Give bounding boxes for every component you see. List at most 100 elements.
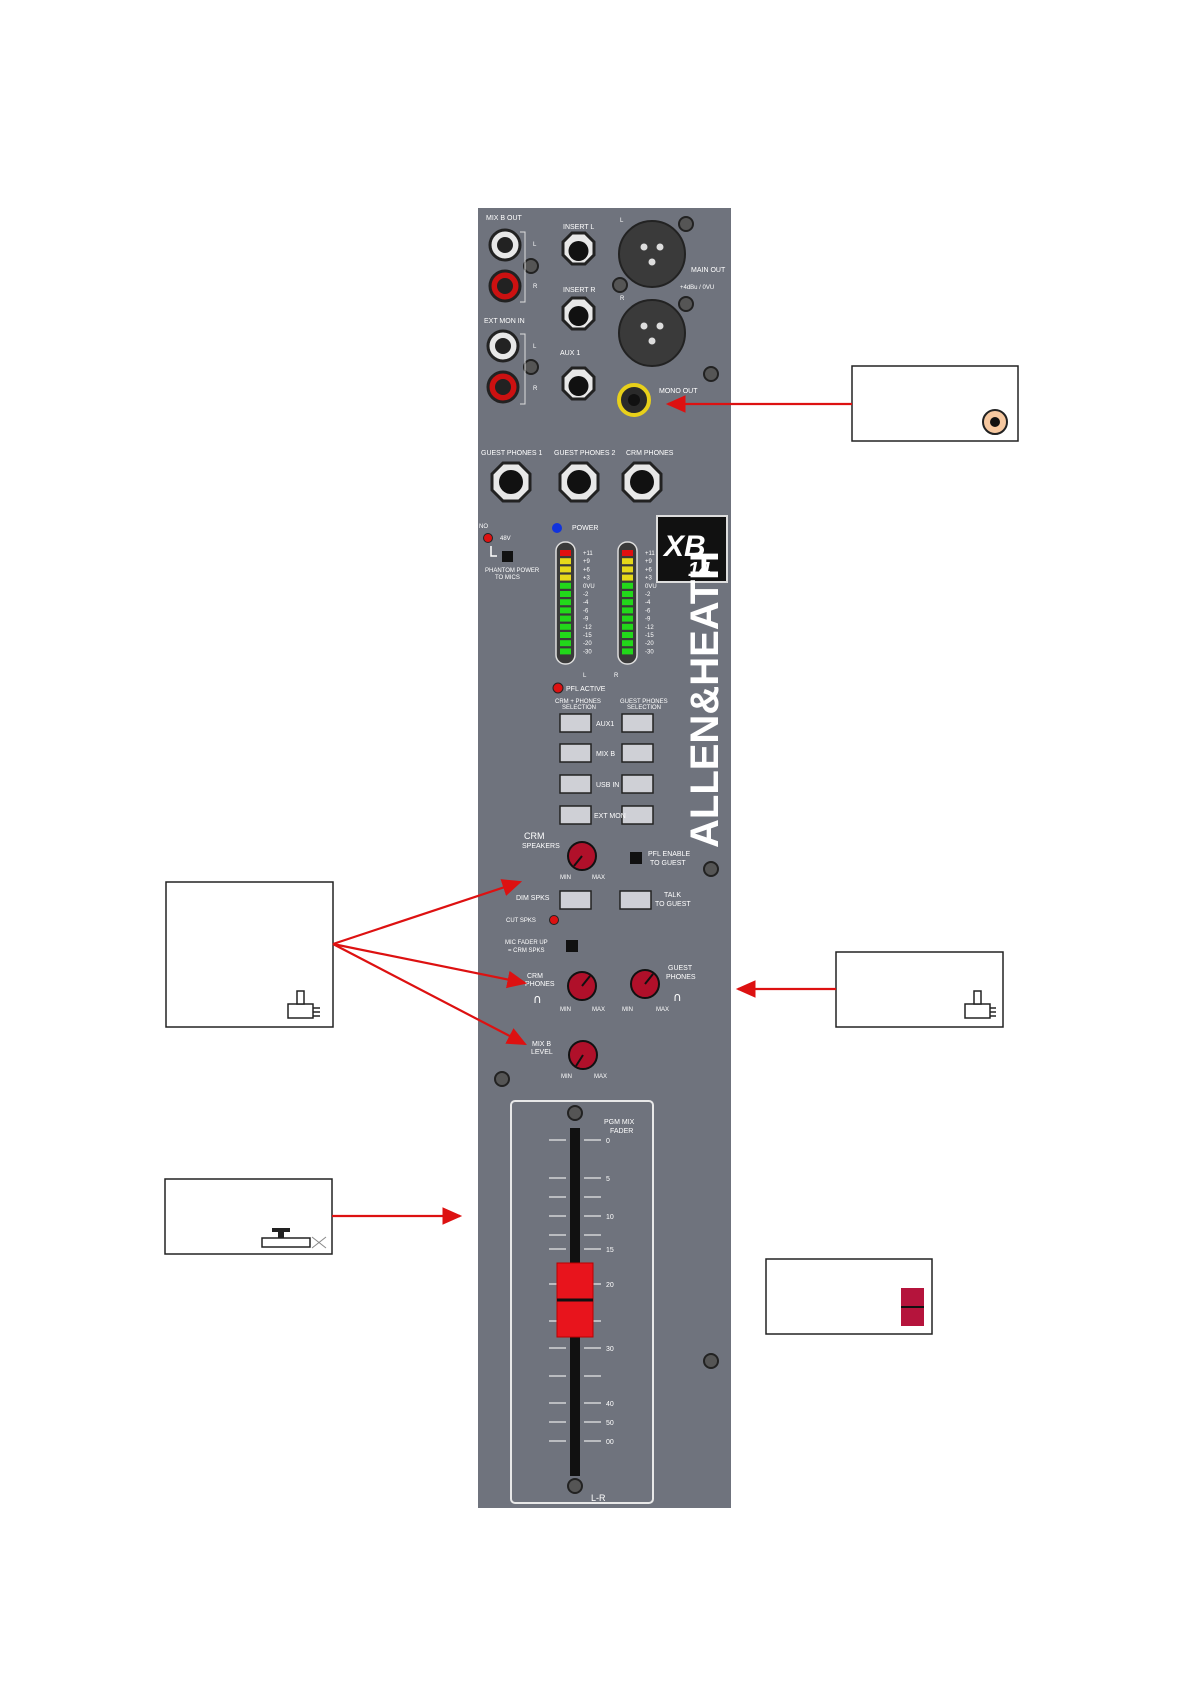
rotary-knob-icon (964, 990, 996, 1019)
screw-icon (678, 296, 694, 312)
phantom-label-1: PHANTOM POWER (485, 568, 540, 574)
meter-led (560, 599, 571, 606)
meter-scale-label: 0VU (583, 584, 595, 590)
crm-select-mix-b-button[interactable] (559, 743, 592, 763)
meter-right-leds (622, 550, 633, 655)
main-out-level-label: +4dBu / 0VU (680, 285, 714, 291)
guest-select-usb-in-button[interactable] (621, 774, 654, 794)
pfl-enable-switch[interactable] (630, 852, 642, 864)
screw-icon (612, 277, 628, 293)
knob-max-label: MAX (594, 1074, 607, 1080)
meter-led (622, 550, 633, 556)
pfl-active-label: PFL ACTIVE (566, 686, 606, 693)
meter-scale-label: -6 (583, 608, 589, 614)
crm-select-aux1-button[interactable] (559, 713, 592, 733)
mic-fader-label-1: MIC FADER UP (505, 940, 548, 946)
mix-b-r-label: R (533, 284, 538, 290)
fader-scale-label: 40 (606, 1401, 614, 1408)
mono-out-label: MONO OUT (659, 388, 698, 395)
knob-max-label: MAX (592, 1007, 605, 1013)
guest-select-ext-mon-button[interactable] (621, 805, 654, 825)
fader-scale-label: 10 (606, 1214, 614, 1221)
meter-left-leds (560, 550, 571, 655)
meter-led (560, 566, 571, 573)
phantom-led (483, 533, 493, 543)
talk-to-guest-button[interactable] (619, 890, 652, 910)
ext-mon-l-label: L (533, 344, 537, 350)
fader-frame (510, 1100, 654, 1504)
fader-scale-label: 50 (606, 1420, 614, 1427)
mix-b-level-label-2: LEVEL (531, 1049, 553, 1056)
guest-select-aux1-button[interactable] (621, 713, 654, 733)
meter-scale-label: +9 (583, 559, 591, 565)
screw-icon (703, 861, 719, 877)
meter-led (560, 558, 571, 565)
knob-max-label: MAX (656, 1007, 669, 1013)
power-label: POWER (572, 525, 598, 532)
crm-phones-knob-label-2: PHONES (525, 981, 555, 988)
meter-scale-label: -6 (645, 608, 651, 614)
meter-led (622, 632, 633, 638)
source-label: AUX1 (596, 721, 614, 728)
ext-mon-r-label: R (533, 386, 538, 392)
crm-select-ext-mon-button[interactable] (559, 805, 592, 825)
dim-spks-button[interactable] (559, 890, 592, 910)
meter-led (560, 591, 571, 597)
rotary-knob-icon (287, 990, 320, 1019)
source-row-aux1: AUX1 (559, 713, 654, 733)
source-row-ext-mon: EXT MON (559, 805, 654, 825)
meter-scale-label: -30 (583, 649, 592, 655)
meter-l-label: L (583, 673, 587, 679)
meter-led (622, 640, 633, 647)
crm-selection-label-1: CRM + PHONES (555, 699, 601, 705)
phantom-48v-label: 48V (500, 536, 511, 542)
arrow-crm-phones (332, 942, 528, 989)
callout-fader (164, 1178, 333, 1255)
crm-phones-jack-label: CRM PHONES (626, 450, 674, 457)
meter-led (622, 566, 633, 573)
meter-led (622, 574, 633, 581)
screw-icon (494, 1071, 510, 1087)
callout-crm-knobs (165, 881, 334, 1028)
fader-scale-label: 5 (606, 1176, 610, 1183)
brand-logo: ALLEN&HEATH (683, 551, 727, 848)
main-out-r-xlr[interactable] (618, 299, 686, 367)
callout-guest-phones (835, 951, 1004, 1028)
mix-b-level-label-1: MIX B (532, 1041, 551, 1048)
meter-scale-label: -9 (583, 617, 589, 623)
arrow-crm-speakers (332, 879, 523, 946)
headphones-icon: ∩ (673, 990, 682, 1004)
insert-r-label: INSERT R (563, 287, 595, 294)
source-label: MIX B (596, 751, 615, 758)
screw-icon (567, 1105, 583, 1121)
meter-led (622, 648, 633, 655)
meter-scale-label: -15 (583, 633, 592, 639)
guest-select-mix-b-button[interactable] (621, 743, 654, 763)
fader-scale-label: 15 (606, 1247, 614, 1254)
pfl-enable-label-1: PFL ENABLE (648, 851, 690, 858)
mix-b-out-label: MIX B OUT (486, 215, 523, 222)
crm-select-usb-in-button[interactable] (559, 774, 592, 794)
callout-mono-out (851, 365, 1019, 442)
fader-scale-label: 30 (606, 1346, 614, 1353)
meter-scale-label: -12 (583, 625, 592, 631)
xb14-logo-line1: XB (662, 530, 706, 563)
crm-speakers-label-1: CRM (524, 831, 545, 841)
main-out-l-xlr[interactable] (618, 220, 686, 288)
meter-led (622, 558, 633, 565)
meter-r-label: R (614, 673, 619, 679)
mic-fader-switch[interactable] (566, 940, 578, 952)
crm-selection-label-2: SELECTION (562, 705, 596, 711)
meter-led (622, 615, 633, 622)
meter-led (560, 574, 571, 581)
meter-led (622, 591, 633, 597)
phantom-no-label: NO (479, 524, 488, 530)
pfl-active-led (552, 682, 564, 694)
main-out-r-label: R (620, 296, 625, 302)
phantom-power-switch[interactable] (502, 551, 513, 562)
meter-led (622, 607, 633, 614)
cut-spks-led (549, 915, 559, 925)
meter-scale-label: +6 (583, 567, 591, 573)
